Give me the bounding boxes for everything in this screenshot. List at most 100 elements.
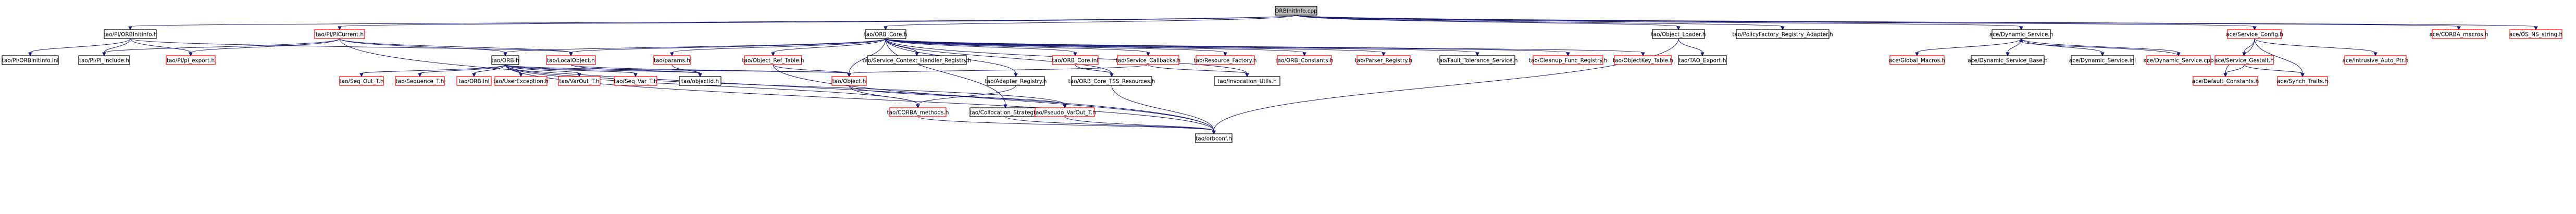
node-service-callbacks[interactable]: tao/Service_Callbacks.h [1116,55,1181,65]
node-dynamic-service-inl[interactable]: ace/Dynamic_Service.inl [2069,55,2136,65]
node-objectkey-table[interactable]: tao/ObjectKey_Table.h [1613,55,1673,65]
node-orbconf[interactable]: tao/orbconf.h [1195,133,1233,143]
node-corba-macros-top[interactable]: ace/CORBA_macros.h [2429,29,2488,39]
node-orb-inl[interactable]: tao/ORB.inl [456,76,492,86]
node-collocation-strategy[interactable]: tao/Collocation_Strategy.h [969,107,1041,117]
node-parser-registry[interactable]: tao/Parser_Registry.h [1355,55,1412,65]
node-label: tao/ORB_Constants.h [1275,58,1333,64]
edge-dynamic_service_cpp-to-dynamic_service_h [2019,37,2179,56]
node-label: tao/PI/pi_export.h [167,58,215,64]
edge-orb_core_h-to-orb_core_inl [885,38,1077,57]
node-label: tao/VarOut_T.h [559,79,599,85]
node-label: ace/Dynamic_Service.cpp [2143,58,2213,64]
node-pseudo-varout[interactable]: tao/Pseudo_VarOut_T.h [1034,107,1096,117]
node-label: tao/Cleanup_Func_Registry.h [1529,58,1607,64]
edge-root-to-pi_current_h [338,15,1297,31]
node-label: ace/Service_Gestalt.h [2214,58,2274,64]
node-service-gestalt[interactable]: ace/Service_Gestalt.h [2214,55,2274,65]
edge-service_config_h-to-service_gestalt [2242,38,2255,57]
node-sequence-t[interactable]: tao/Sequence_T.h [395,76,445,86]
node-orb-constants[interactable]: tao/ORB_Constants.h [1275,55,1334,65]
node-label: tao/PI/PI_include.h [79,58,129,64]
edge-orb_core_h-to-objectkey_table [885,38,1645,57]
node-pi-orbinit-h[interactable]: tao/PI/ORBInitInfo.h [104,29,157,39]
node-label: tao/PolicyFactory_Registry_Adapter.h [1732,32,1833,38]
node-var-out-t[interactable]: tao/VarOut_T.h [558,76,601,86]
edge-root-to-orb_core_h [883,15,1297,31]
node-policy-factory-adapter[interactable]: tao/PolicyFactory_Registry_Adapter.h [1732,29,1833,39]
edge-pi_orbinit_h-to-pi_orbinit_inl [28,38,131,57]
edge-orb_h-to-seq_out_t [359,64,506,78]
node-objectid[interactable]: tao/objectid.h [679,76,721,86]
node-orb-core-tss[interactable]: tao/ORB_Core_TSS_Resources.h [1068,76,1155,86]
edge-orb_h-to-corba_methods [505,64,920,109]
edge-object_ref_table-to-orbconf [773,64,1216,135]
node-label: ace/Dynamic_Service.h [1989,32,2054,38]
node-object-h[interactable]: tao/Object.h [831,76,867,86]
node-adapter-registry[interactable]: tao/Adapter_Registry.h [985,76,1047,86]
node-label: tao/Sequence_T.h [396,79,444,85]
node-label: tao/UserException.h [493,79,549,85]
edge-orb_core_h-to-parser_registry [885,38,1386,57]
node-label: tao/Resource_Factory.h [1194,58,1257,64]
node-corba-methods[interactable]: tao/CORBA_methods.h [887,107,949,117]
edge-object_loader_h-to-orbconf [1212,38,1679,135]
node-default-constants[interactable]: ace/Default_Constants.h [2192,76,2259,86]
edge-orb_core_h-to-local_object [569,38,886,57]
edge-root-to-os_ns_string [1296,15,2538,31]
node-orb-core-h[interactable]: tao/ORB_Core.h [864,29,907,39]
node-invocation-utils[interactable]: tao/Invocation_Utils.h [1214,76,1280,86]
node-dynamic-service-h[interactable]: ace/Dynamic_Service.h [1989,29,2054,39]
node-user-exception[interactable]: tao/UserException.h [493,76,549,86]
edge-service_gestalt-to-default_constants [2223,64,2245,78]
node-label: tao/orbconf.h [1196,136,1232,142]
edge-pseudo_varout-to-orbconf [1064,116,1216,135]
node-fault-tolerance[interactable]: tao/Fault_Tolerance_Service.h [1437,55,1518,65]
edge-root-to-dynamic_service_h [1296,15,2023,31]
node-service-ctx[interactable]: tao/Service_Context_Handler_Registry.h [862,55,972,65]
edge-params-to-objectid [671,64,702,78]
node-cleanup-func[interactable]: tao/Cleanup_Func_Registry.h [1529,55,1607,65]
node-label: tao/Seq_Out_T.h [340,79,384,85]
node-label: tao/TAO_Export.h [1679,58,1726,64]
node-label: ace/Service_Config.h [2226,32,2283,38]
node-label: ORBInitInfo.cpp [1275,8,1317,15]
edge-service_config_h-to-intrusive_auto_ptr [2254,38,2378,57]
node-service-config-h[interactable]: ace/Service_Config.h [2226,29,2283,39]
edge-service_callbacks-to-object_h [847,64,1149,78]
node-synch-traits[interactable]: ace/Synch_Traits.h [2277,76,2328,86]
node-pi-export[interactable]: tao/PI/pi_export.h [166,55,216,65]
node-intrusive-auto-ptr[interactable]: ace/Intrusive_Auto_Ptr.h [2343,55,2409,65]
node-dynamic-service-cpp[interactable]: ace/Dynamic_Service.cpp [2143,55,2214,65]
node-label: tao/ORB.h [491,58,519,64]
edge-adapter_registry-to-corba_methods [916,85,1016,109]
node-pi-orbinit-inl[interactable]: tao/PI/ORBInitInfo.inl [2,55,59,65]
node-global-macros[interactable]: ace/Global_Macros.h [1889,55,1945,65]
node-os-ns-string[interactable]: ace/OS_NS_string.h [2509,29,2562,39]
node-pi-include-h[interactable]: tao/PI/PI_include.h [78,55,130,65]
node-orb-core-inl[interactable]: tao/ORB_Core.inl [1052,55,1099,65]
node-seq-var-t[interactable]: tao/Seq_Var_T.h [614,76,657,86]
node-pi-current-h[interactable]: tao/PI/PICurrent.h [314,29,365,39]
node-local-object[interactable]: tao/LocalObject.h [546,55,596,65]
edge-orb_core_h-to-object_ref_table [771,38,886,57]
node-seq-out-t[interactable]: tao/Seq_Out_T.h [339,76,384,86]
node-object-ref-table[interactable]: tao/Object_Ref_Table.h [742,55,804,65]
node-label: ace/Global_Macros.h [1889,58,1945,64]
node-label: tao/ORB_Core_TSS_Resources.h [1068,79,1155,85]
node-resource-factory[interactable]: tao/Resource_Factory.h [1194,55,1257,65]
node-label: ace/Intrusive_Auto_Ptr.h [2343,58,2409,64]
node-root[interactable]: ORBInitInfo.cpp [1275,6,1317,16]
node-label: tao/PI/ORBInitInfo.h [104,32,157,38]
nodes-layer: ORBInitInfo.cpp tao/PI/ORBInitInfo.h tao/P… [2,6,2562,143]
node-params[interactable]: tao/params.h [653,55,691,65]
node-tao-export[interactable]: tao/TAO_Export.h [1678,55,1727,65]
node-object-loader-h[interactable]: tao/Object_Loader.h [1651,29,1706,39]
node-label: tao/CORBA_methods.h [887,110,949,116]
node-dynamic-service-base[interactable]: ace/Dynamic_Service_Base.h [1968,55,2048,65]
node-label: tao/Collocation_Strategy.h [969,110,1041,116]
edge-service_gestalt-to-synch_traits [2244,64,2305,78]
node-orb-h[interactable]: tao/ORB.h [491,55,519,65]
node-label: tao/Service_Context_Handler_Registry.h [862,58,971,64]
edge-collocation_strategy-to-orbconf [1005,116,1216,135]
